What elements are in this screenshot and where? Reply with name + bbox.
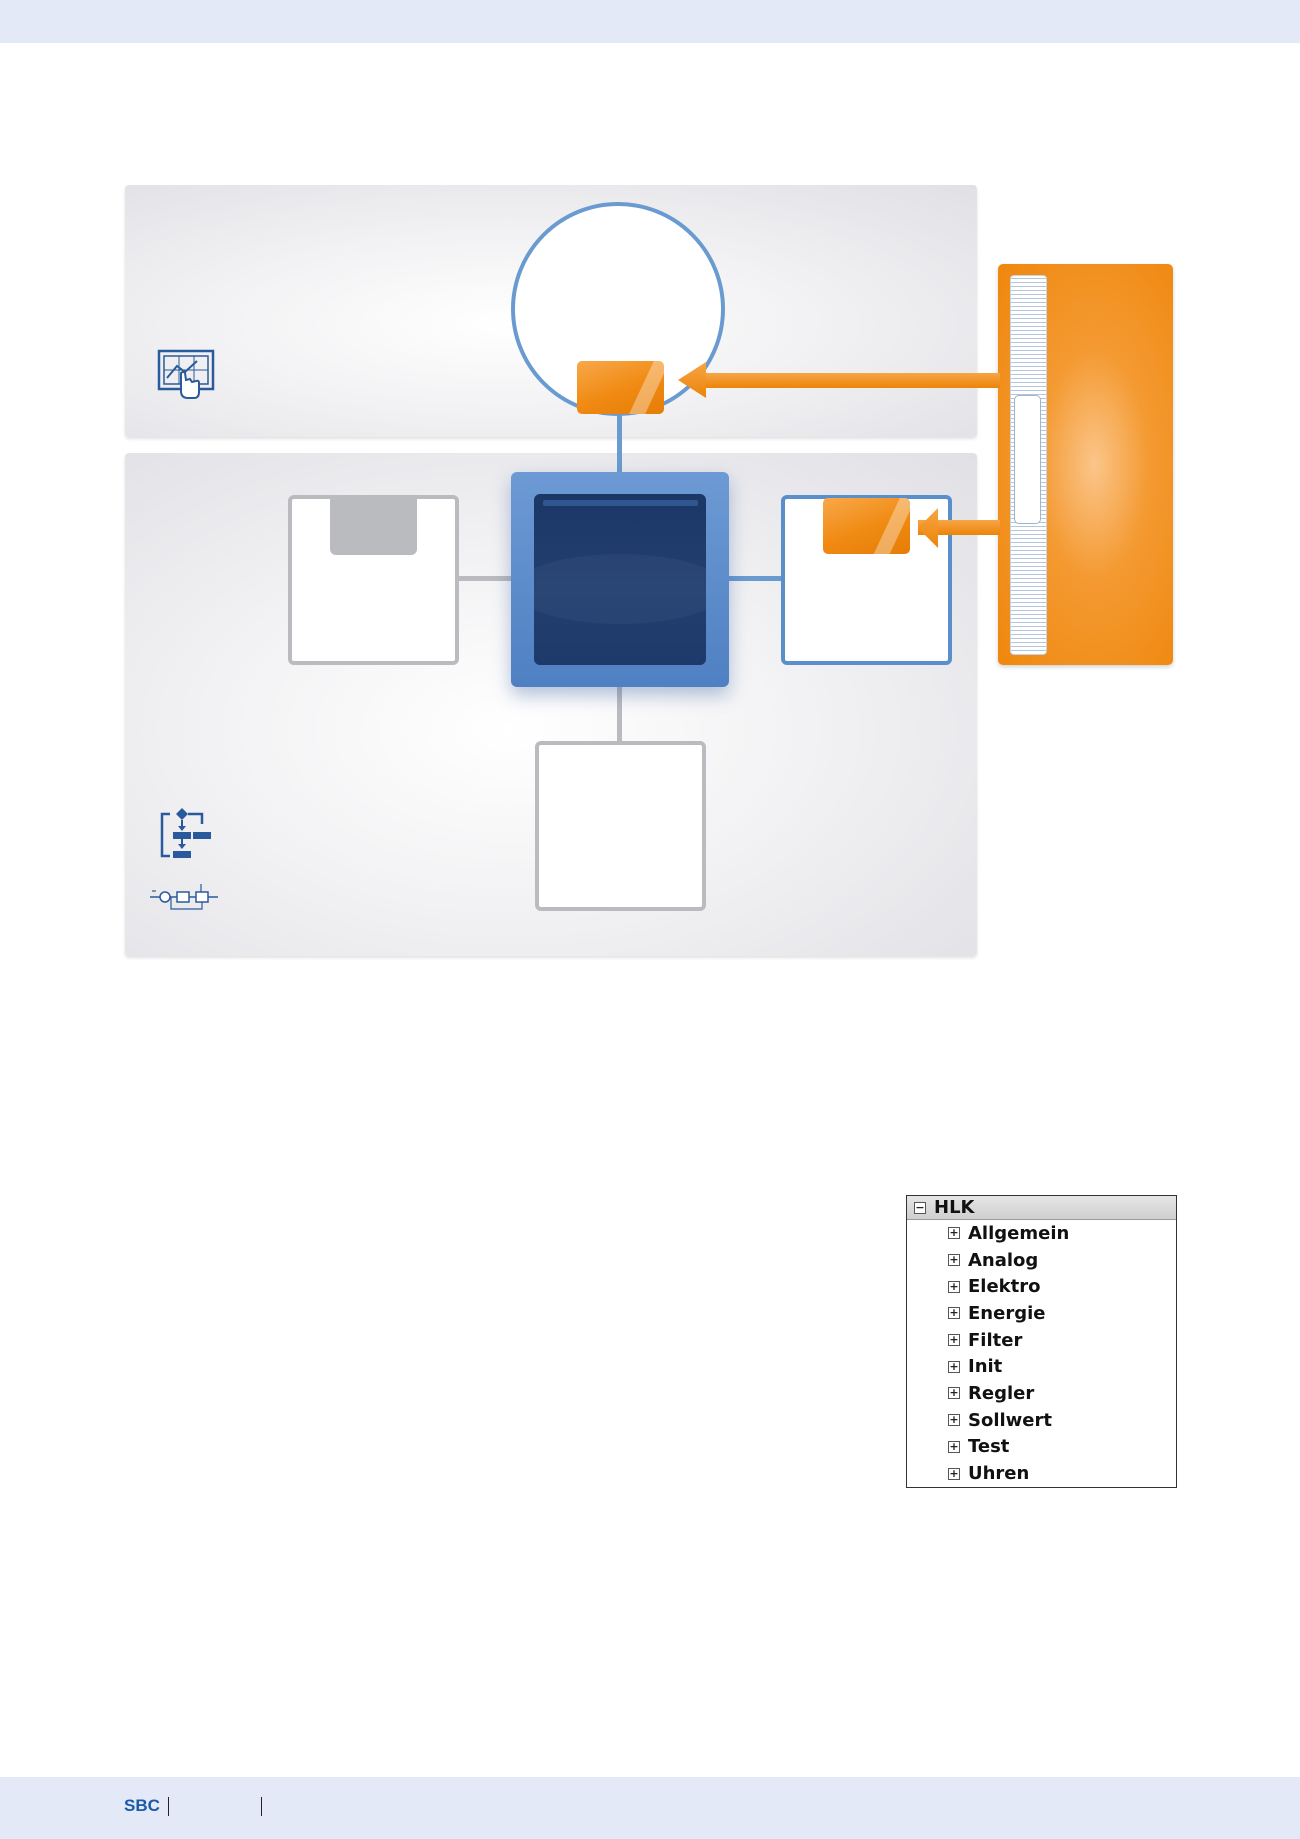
tree-item-label: Init [968,1356,1003,1378]
bottom-gray-box [535,741,706,911]
function-block-icon [150,884,218,910]
tree-item-label: Uhren [968,1463,1030,1485]
central-controller-highlight [543,500,698,506]
tree-item[interactable]: + Regler [907,1380,1176,1407]
expand-icon[interactable]: + [948,1279,960,1293]
tree-item[interactable]: + Allgemein [907,1220,1176,1247]
central-controller-screen [534,494,706,665]
expand-icon[interactable]: + [948,1226,960,1240]
left-gray-tab [330,496,417,555]
tree-item-label: Regler [968,1382,1035,1404]
tree-item[interactable]: + Uhren [907,1460,1176,1487]
footer-separator [261,1797,262,1816]
flowchart-icon [160,808,211,858]
expand-icon[interactable]: + [948,1359,960,1373]
tree-item-label: Test [968,1436,1010,1458]
visualisation-screen-icon [157,349,215,399]
tree-root-hlk[interactable]: − HLK [907,1196,1176,1220]
tree-item-label: Elektro [968,1276,1041,1298]
tree-item[interactable]: + Filter [907,1327,1176,1354]
expand-icon[interactable]: + [948,1306,960,1320]
expand-icon[interactable]: + [948,1386,960,1400]
connector-center-to-bottom [617,686,622,745]
tree-item[interactable]: + Elektro [907,1273,1176,1300]
footer-band [0,1777,1300,1839]
expand-icon[interactable]: + [948,1413,960,1427]
tree-root-label: HLK [934,1197,975,1218]
tree-item[interactable]: + Test [907,1434,1176,1461]
arrow-to-right-box-chip [918,508,1000,548]
connector-center-to-right [728,576,782,581]
orange-data-chip-right [823,498,910,554]
tree-item-label: Analog [968,1249,1039,1271]
arrow-to-circle-chip [678,362,1000,398]
tree-item-label: Allgemein [968,1222,1070,1244]
header-band [0,0,1300,43]
footer-separator [168,1797,169,1816]
tree-item-label: Sollwert [968,1409,1052,1431]
connector-circle-to-center [617,414,622,476]
tree-item-label: Energie [968,1302,1046,1324]
expand-icon[interactable]: + [948,1253,960,1267]
tree-item[interactable]: + Sollwert [907,1407,1176,1434]
tree-item[interactable]: + Init [907,1353,1176,1380]
tree-children: + Allgemein + Analog + Elektro + Energie + Filter… [907,1220,1176,1487]
tree-item[interactable]: + Analog [907,1247,1176,1274]
orange-data-chip-top [577,361,664,414]
collapse-icon[interactable]: − [914,1200,926,1214]
orange-arrows [678,362,1000,548]
tree-item[interactable]: + Energie [907,1300,1176,1327]
expand-icon[interactable]: + [948,1333,960,1347]
library-scrollbar-handle[interactable] [1014,395,1041,524]
footer-brand: SBC [124,1796,160,1815]
tree-item-label: Filter [968,1329,1023,1351]
expand-icon[interactable]: + [948,1439,960,1453]
expand-icon[interactable]: + [948,1466,960,1480]
hlk-tree-view[interactable]: − HLK +Allgemein+Analog+Elektro+Energie+… [906,1195,1177,1488]
connector-left-to-center [456,576,512,581]
